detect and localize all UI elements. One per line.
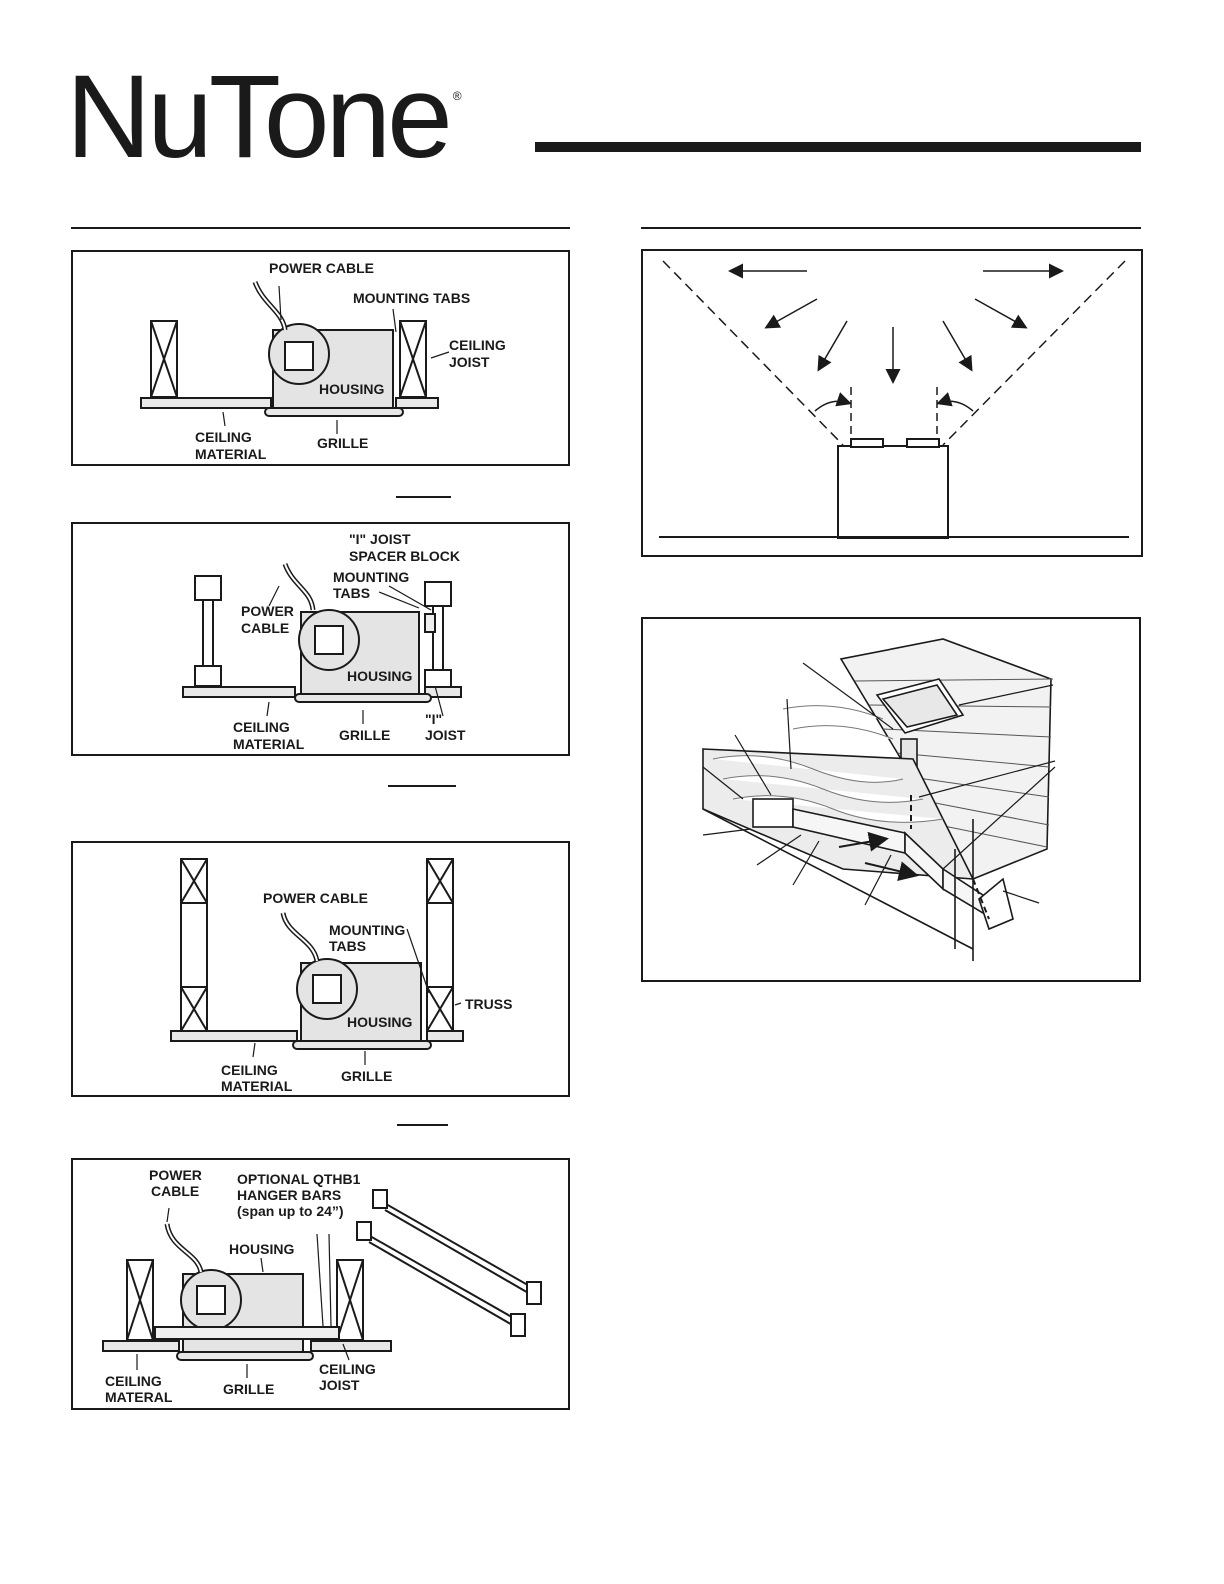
label-mounting-tabs-1: MOUNTING [333,569,409,585]
figure-truss: POWER CABLE MOUNTING TABS TRUSS HOUSING … [71,841,570,1097]
right-column-rule [641,227,1141,229]
label-mounting-tabs: MOUNTING TABS [353,290,470,306]
figure-hanger-bars-drawing: POWER CABLE OPTIONAL QTHB1 HANGER BARS (… [102,1167,542,1405]
label-ceiling-joist-2: JOIST [319,1377,360,1393]
label-ceiling-material-2: MATERIAL [195,446,267,462]
label-grille: GRILLE [317,435,368,451]
label-i-joist-spacer-2: SPACER BLOCK [349,548,460,564]
label-housing: HOUSING [319,381,384,397]
label-hanger-bars-3: (span up to 24”) [237,1203,344,1219]
label-grille: GRILLE [339,727,390,743]
label-ceiling-material-2: MATERIAL [221,1078,293,1094]
label-grille: GRILLE [341,1068,392,1084]
label-mounting-tabs-2: TABS [329,938,366,954]
roof-venting-drawing [702,638,1056,961]
label-grille: GRILLE [223,1381,274,1397]
caption-rule-3 [397,1124,448,1126]
label-truss: TRUSS [465,996,512,1012]
label-ceiling-material-1: CEILING [195,429,252,445]
label-housing: HOUSING [347,1014,412,1030]
brand-name: NuTone [66,51,453,183]
registered-mark: ® [452,89,462,103]
label-ceiling-joist-1: CEILING [449,337,506,353]
figure-truss-drawing: POWER CABLE MOUNTING TABS TRUSS HOUSING … [170,858,512,1094]
label-housing: HOUSING [229,1241,294,1257]
caption-rule-1 [396,496,451,498]
label-power-cable: POWER CABLE [263,890,368,906]
label-hanger-bars-1: OPTIONAL QTHB1 [237,1171,361,1187]
label-i-joist-2: JOIST [425,727,466,743]
label-mounting-tabs-2: TABS [333,585,370,601]
label-power-cable-1: POWER [241,603,294,619]
nutone-logo: NuTone® [66,58,462,176]
label-ceiling-material-2: MATERAL [105,1389,173,1405]
label-ceiling-material-1: CEILING [233,719,290,735]
label-ceiling-joist-1: CEILING [319,1361,376,1377]
figure-ceiling-joist: POWER CABLE MOUNTING TABS CEILING JOIST … [71,250,570,466]
label-housing: HOUSING [347,668,412,684]
label-ceiling-material-1: CEILING [221,1062,278,1078]
figure-roof-venting [641,617,1141,982]
label-i-joist-spacer-1: "I" JOIST [349,531,411,547]
label-power-cable-2: CABLE [151,1183,199,1199]
label-power-cable-1: POWER [149,1167,202,1183]
label-ceiling-material-1: CEILING [105,1373,162,1389]
figure-ceiling-joist-drawing: POWER CABLE MOUNTING TABS CEILING JOIST … [140,260,506,462]
label-hanger-bars-2: HANGER BARS [237,1187,341,1203]
figure-i-joist: "I" JOIST SPACER BLOCK MOUNTING TABS POW… [71,522,570,756]
label-power-cable: POWER CABLE [269,260,374,276]
figure-hanger-bars: POWER CABLE OPTIONAL QTHB1 HANGER BARS (… [71,1158,570,1410]
figure-airflow-diagram [641,249,1143,557]
label-ceiling-material-2: MATERIAL [233,736,305,752]
label-power-cable-2: CABLE [241,620,289,636]
label-i-joist-1: "I" [425,711,442,727]
label-ceiling-joist-2: JOIST [449,354,490,370]
airflow-drawing [659,260,1129,539]
left-column-rule [71,227,570,229]
label-mounting-tabs-1: MOUNTING [329,922,405,938]
caption-rule-2 [388,785,456,787]
header-rule [535,142,1141,152]
figure-i-joist-drawing: "I" JOIST SPACER BLOCK MOUNTING TABS POW… [182,531,466,752]
